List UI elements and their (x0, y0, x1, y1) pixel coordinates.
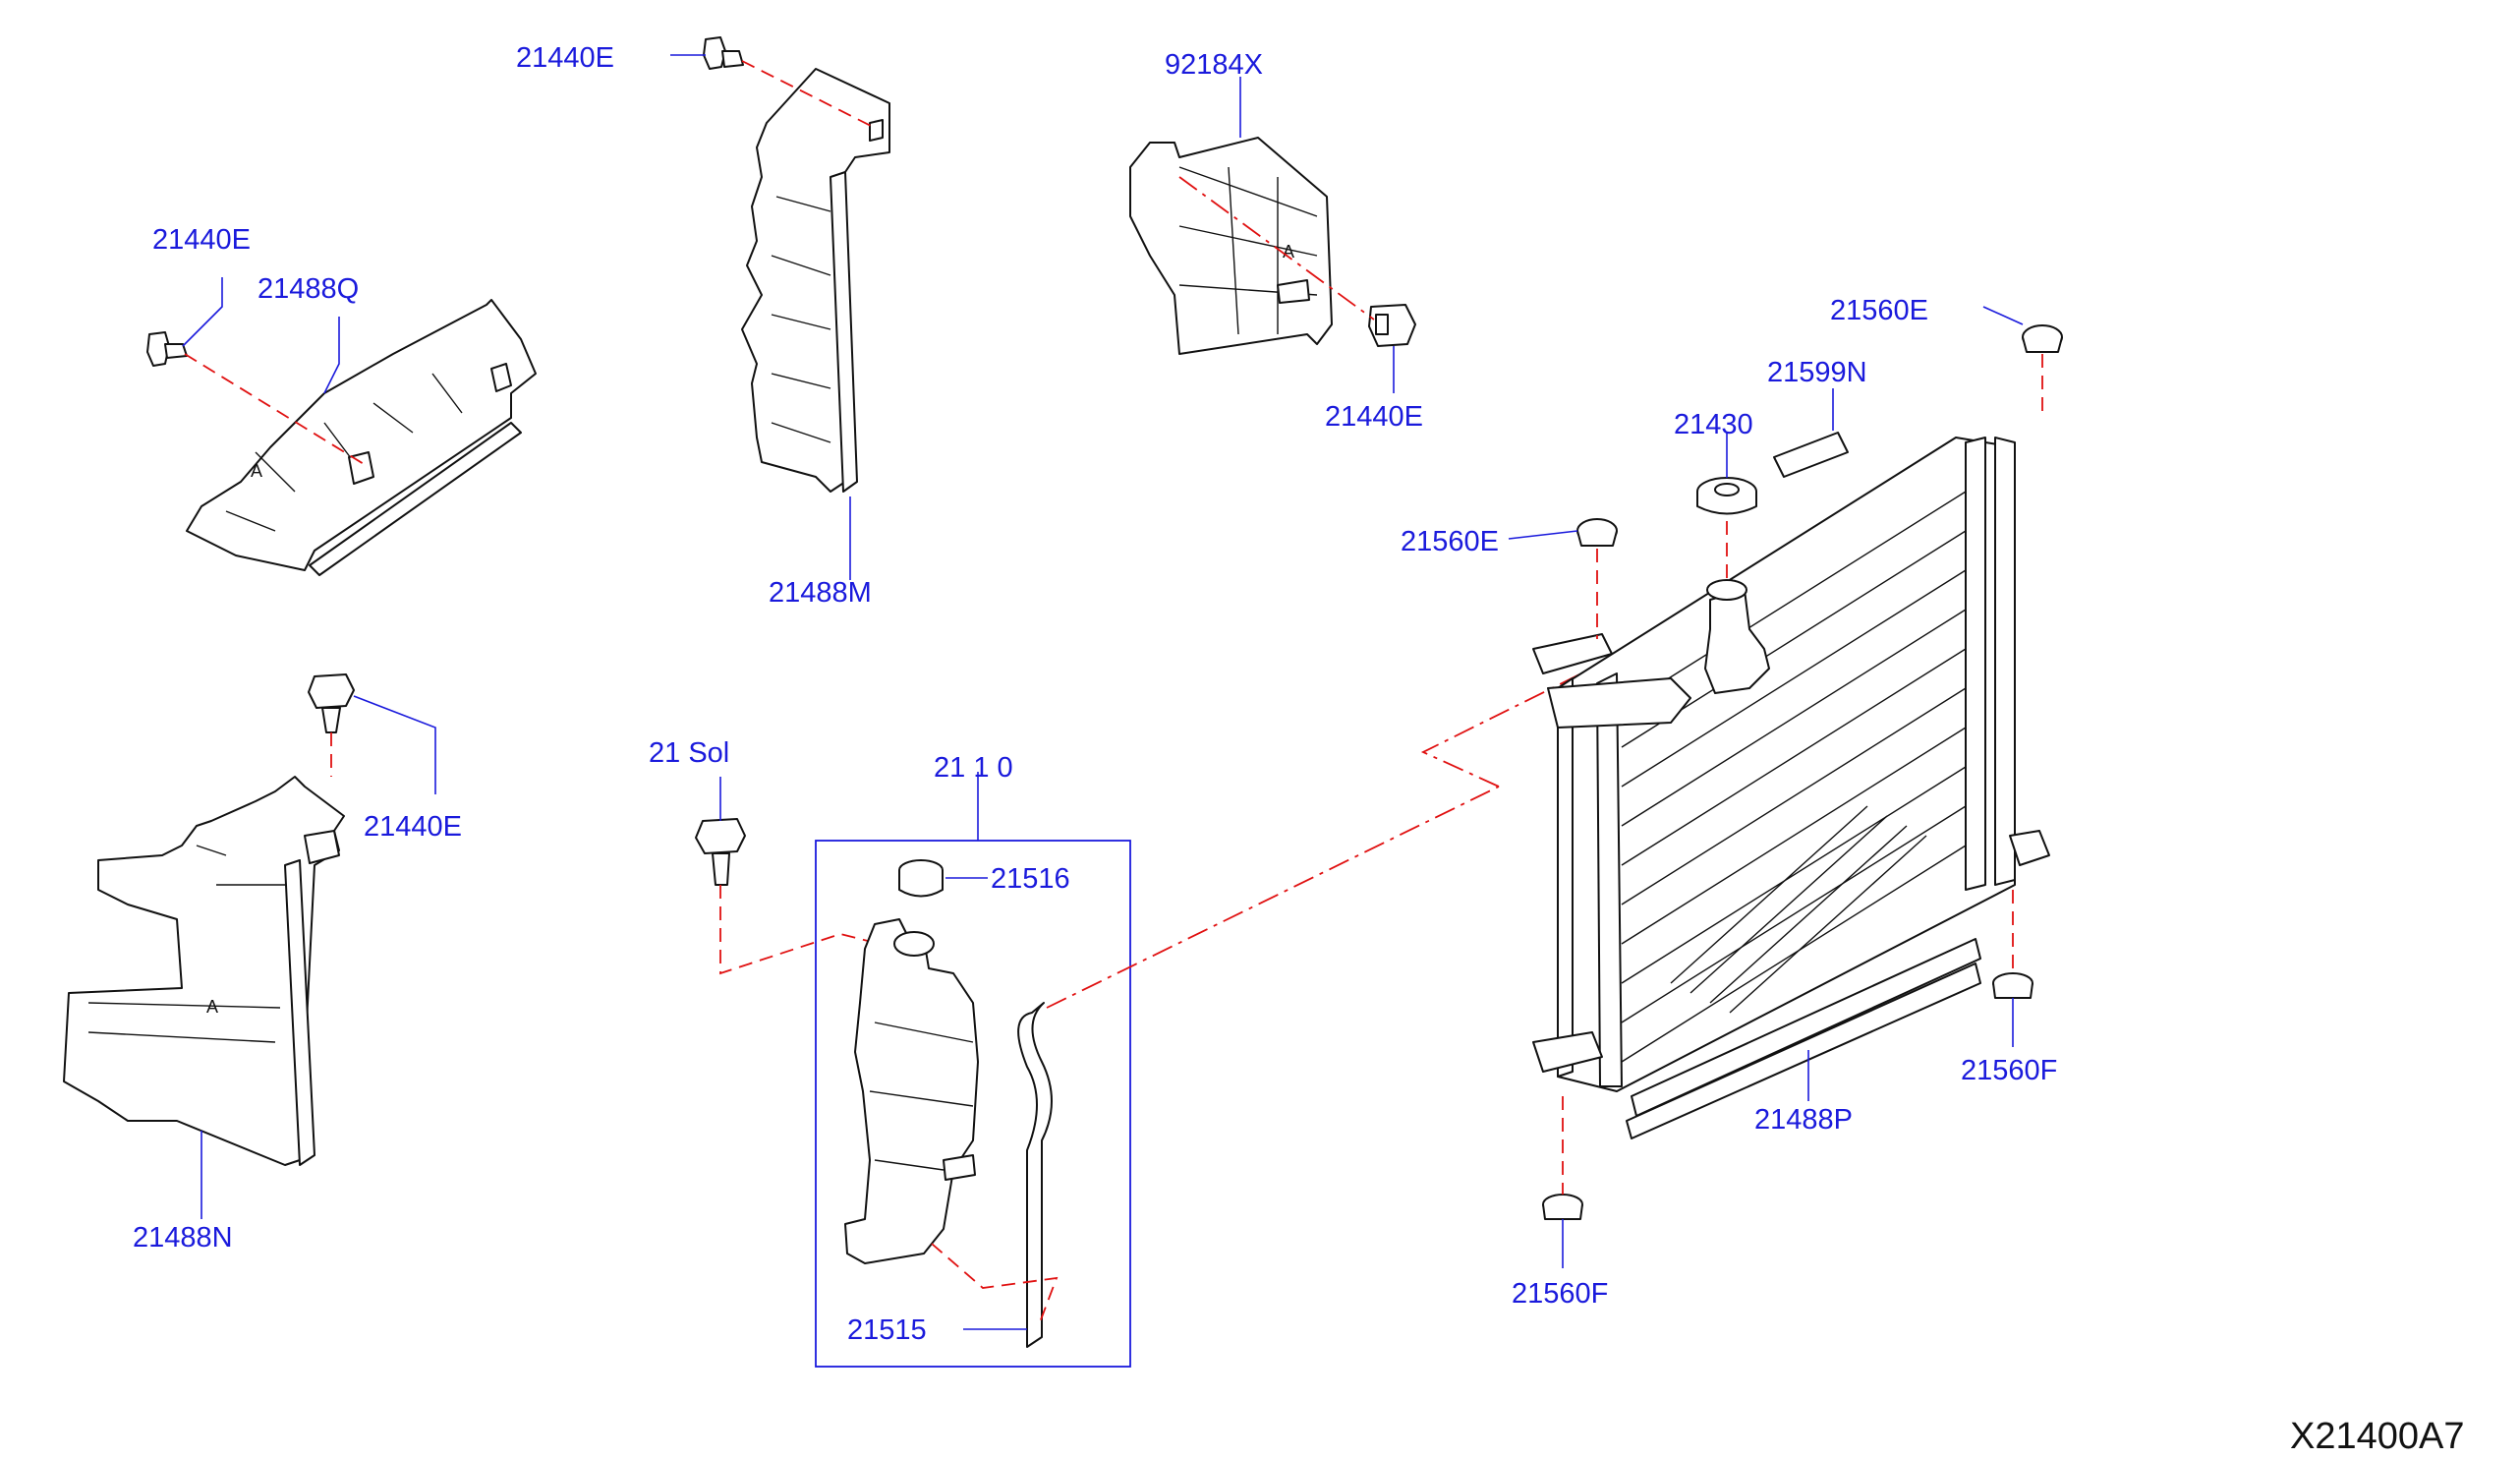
radiator-cap-icon (1696, 477, 1757, 515)
guide-line-clip-b (741, 60, 876, 129)
callout-air-guide-left: 21488N (133, 1222, 233, 1254)
clip-b-icon (703, 36, 744, 70)
bolt-icon (695, 818, 746, 886)
guide-line-hose-radiator (1046, 786, 1500, 1009)
air-guide-upper-part: A (186, 299, 537, 576)
callout-label-sticker: 21599N (1767, 357, 1867, 388)
callout-bracket: 92184X (1165, 49, 1263, 81)
clip-d-icon (308, 673, 355, 733)
air-guide-right-part (741, 68, 890, 493)
callout-seal-strip: 21488P (1754, 1104, 1853, 1136)
callout-overflow-hose: 21515 (847, 1314, 927, 1346)
mount-lower-right-icon (1992, 972, 2033, 999)
clip-c-icon (1368, 304, 1416, 347)
callout-tank-assembly-partial: 21 1 0 (934, 752, 1013, 784)
tank-assembly-box (815, 840, 1131, 1368)
svg-text:A: A (206, 997, 218, 1017)
radiator-filler-neck-part (1704, 579, 1770, 694)
mount-lower-left-icon (1542, 1194, 1583, 1220)
guide-line-hose (931, 1243, 1059, 1323)
reservoir-tank-part (844, 918, 979, 1264)
svg-text:A: A (251, 461, 262, 481)
callout-clip-d: 21440E (364, 811, 462, 843)
clip-a-icon (146, 331, 188, 367)
mount-upper-right-icon (2022, 324, 2063, 353)
guide-line-clip-c (1178, 176, 1375, 321)
air-guide-left-part: A (63, 776, 345, 1166)
callout-bolt-partial: 21 Sol (649, 737, 729, 769)
overflow-hose-part (1017, 1002, 1053, 1348)
radiator-part (1532, 437, 2050, 1092)
callout-tank-cap: 21516 (991, 863, 1070, 895)
seal-strip-part (1626, 938, 1981, 1139)
label-sticker-icon (1773, 432, 1849, 478)
leader-lines (182, 54, 2024, 1330)
callout-radiator-cap: 21430 (1674, 409, 1753, 440)
svg-text:A: A (1283, 242, 1294, 262)
callout-clip-c: 21440E (1325, 401, 1423, 433)
callout-mount-upper-left: 21560E (1401, 526, 1499, 557)
mount-upper-left-icon (1576, 518, 1618, 547)
callout-air-guide-upper: 21488Q (258, 273, 359, 305)
bracket-part: A (1129, 137, 1333, 355)
callout-clip-a: 21440E (152, 224, 251, 256)
guide-line-clip-a (184, 353, 370, 468)
guide-line-bolt (719, 885, 881, 975)
callout-mount-lower-left: 21560F (1512, 1278, 1608, 1310)
callout-clip-b: 21440E (516, 42, 614, 74)
diagram-id: X21400A7 (2290, 1416, 2465, 1457)
callout-mount-upper-right: 21560E (1830, 295, 1928, 326)
callout-mount-lower-right: 21560F (1961, 1055, 2057, 1086)
callout-air-guide-right: 21488M (769, 577, 872, 609)
tank-cap-icon (898, 859, 944, 898)
